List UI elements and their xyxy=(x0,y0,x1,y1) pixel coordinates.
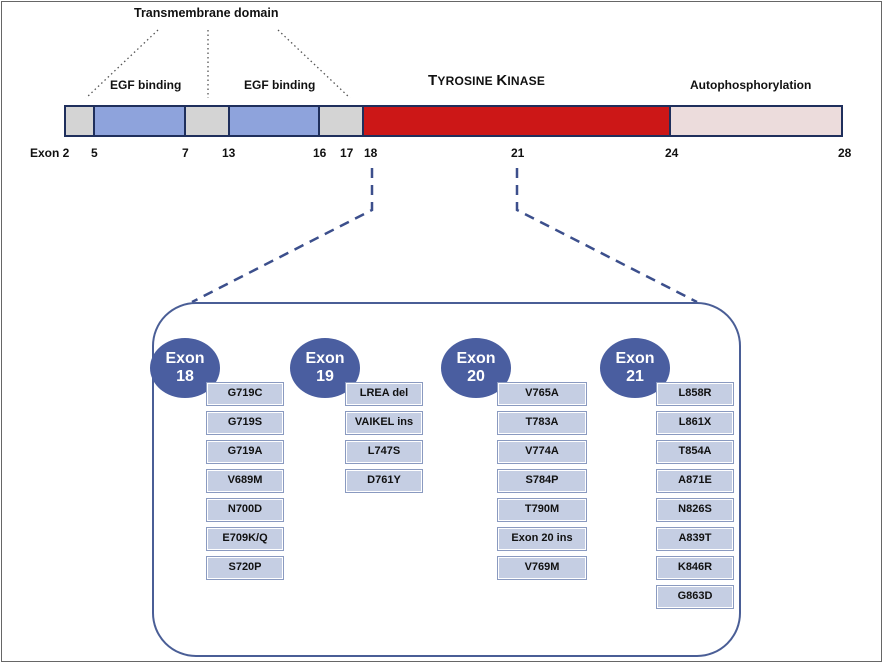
segment-egf-binding-2 xyxy=(228,105,320,137)
mutation-box: G719C xyxy=(206,382,284,406)
tk-label-initial: T xyxy=(428,72,438,89)
autophosphorylation-label: Autophosphorylation xyxy=(690,78,812,92)
exon-19-badge-line1: Exon xyxy=(305,350,345,367)
exon-number-18: 18 xyxy=(364,146,378,160)
egf-binding-label-1: EGF binding xyxy=(110,78,182,92)
exon-number-7: 7 xyxy=(182,146,189,160)
mutation-box: VAIKEL ins xyxy=(345,411,423,435)
mutation-box: T783A xyxy=(497,411,587,435)
mutation-box: E709K/Q xyxy=(206,527,284,551)
mutation-box: LREA del xyxy=(345,382,423,406)
exon-number-24: 24 xyxy=(665,146,679,160)
exon-20-badge-line1: Exon xyxy=(456,350,496,367)
mutation-box: A839T xyxy=(656,527,734,551)
segment-exon7-13 xyxy=(184,105,230,137)
tk-label-smallcaps-2: INASE xyxy=(507,74,546,88)
exon-number-2: Exon 2 xyxy=(30,146,70,160)
segment-egf-binding-1 xyxy=(93,105,186,137)
tyrosine-kinase-label: TYROSINE KINASE xyxy=(428,72,545,89)
mutation-box: L858R xyxy=(656,382,734,406)
mutation-box: L747S xyxy=(345,440,423,464)
segment-tyrosine-kinase xyxy=(362,105,671,137)
mutation-box: T790M xyxy=(497,498,587,522)
exon-19-badge-line2: 19 xyxy=(316,368,334,385)
egf-binding-label-2: EGF binding xyxy=(244,78,316,92)
tk-label-initial-k: K xyxy=(496,72,508,89)
mutation-box: A871E xyxy=(656,469,734,493)
mutation-box: G863D xyxy=(656,585,734,609)
mutation-box: V689M xyxy=(206,469,284,493)
mutation-box: Exon 20 ins xyxy=(497,527,587,551)
mutation-box: D761Y xyxy=(345,469,423,493)
exon-18-badge-line2: 18 xyxy=(176,368,194,385)
exon-number-5: 5 xyxy=(91,146,98,160)
mutation-box: L861X xyxy=(656,411,734,435)
exon-18-badge-line1: Exon xyxy=(165,350,205,367)
transmembrane-domain-label: Transmembrane domain xyxy=(134,6,279,20)
exon-20-badge-line2: 20 xyxy=(467,368,485,385)
exon-21-badge-line2: 21 xyxy=(626,368,644,385)
exon-21-badge-line1: Exon xyxy=(615,350,655,367)
tk-label-smallcaps-1: YROSINE xyxy=(437,74,497,88)
mutation-box: V765A xyxy=(497,382,587,406)
mutation-box: V769M xyxy=(497,556,587,580)
mutation-box: G719S xyxy=(206,411,284,435)
exon-number-21: 21 xyxy=(511,146,525,160)
exon-number-17: 17 xyxy=(340,146,354,160)
mutation-box: V774A xyxy=(497,440,587,464)
exon-number-16: 16 xyxy=(313,146,327,160)
mutation-box: N700D xyxy=(206,498,284,522)
mutation-box: S784P xyxy=(497,469,587,493)
segment-exon2-5 xyxy=(64,105,95,137)
exon-number-13: 13 xyxy=(222,146,236,160)
mutation-box: T854A xyxy=(656,440,734,464)
segment-autophosphorylation xyxy=(669,105,843,137)
exon-number-28: 28 xyxy=(838,146,852,160)
mutation-box: N826S xyxy=(656,498,734,522)
segment-transmembrane xyxy=(318,105,364,137)
mutation-box: G719A xyxy=(206,440,284,464)
mutation-box: K846R xyxy=(656,556,734,580)
mutation-box: S720P xyxy=(206,556,284,580)
